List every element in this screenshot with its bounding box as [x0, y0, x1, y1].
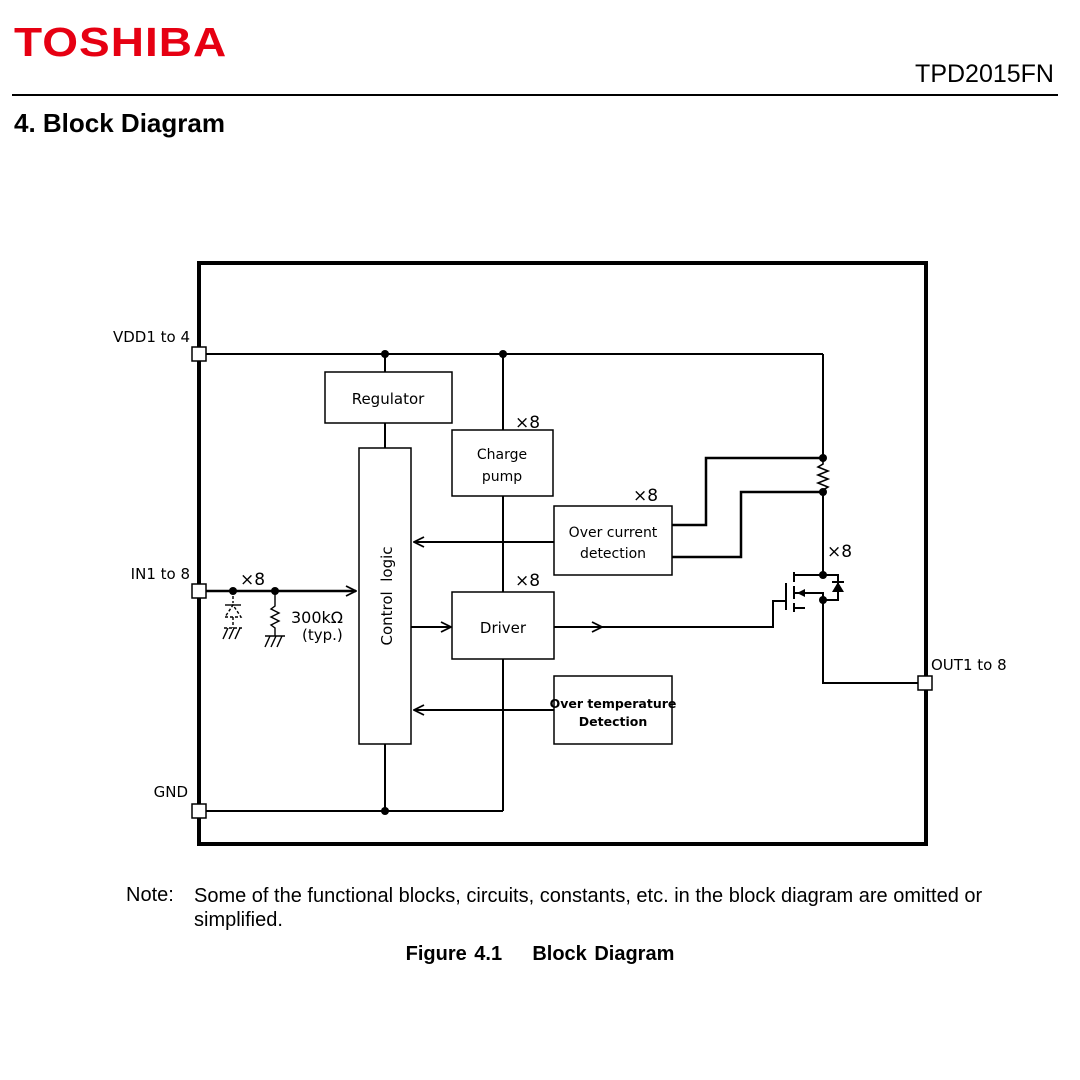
junction-dots — [229, 350, 827, 815]
block-control-logic: Control logic — [358, 447, 412, 745]
block-over-temperature: Over temperature Detection — [550, 675, 677, 745]
control-logic-label: Control logic — [378, 546, 396, 645]
charge-pump-label-2: pump — [482, 469, 522, 485]
pin-gnd: GND — [154, 783, 207, 819]
block-over-current: Over current detection — [553, 505, 673, 576]
document-number: TPD2015FN — [915, 60, 1054, 88]
body-diode — [832, 582, 844, 592]
multiplier-over-current: ×8 — [633, 486, 658, 506]
input-esd-diode — [222, 591, 243, 640]
out-pin-label: OUT1 to 8 — [931, 656, 1007, 674]
section-title: 4. Block Diagram — [14, 108, 225, 138]
toshiba-logo: TOSHIBA — [14, 18, 228, 65]
sense-resistor — [815, 460, 831, 492]
note-label: Note: — [126, 884, 174, 906]
header-rule — [12, 94, 1058, 96]
note-text: Some of the functional blocks, circuits,… — [194, 885, 983, 931]
in-pin-label: IN1 to 8 — [131, 565, 190, 583]
charge-pump-label-1: Charge — [477, 447, 527, 463]
pin-in: IN1 to 8 — [131, 565, 207, 599]
multiplier-driver: ×8 — [515, 571, 540, 591]
pulldown-note: (typ.) — [302, 626, 343, 644]
mosfet-arrow — [797, 589, 805, 597]
driver-label: Driver — [480, 619, 527, 637]
package-outline — [197, 261, 928, 846]
wiring — [206, 353, 918, 812]
sense-wire-bottom — [672, 490, 823, 559]
block-charge-pump: Charge pump — [451, 429, 554, 497]
regulator-label: Regulator — [352, 390, 425, 408]
block-regulator: Regulator — [324, 371, 453, 424]
vdd-pin-label: VDD1 to 4 — [113, 328, 190, 346]
over-current-label-1: Over current — [569, 525, 658, 541]
multiplier-charge-pump: ×8 — [515, 413, 540, 433]
over-current-label-2: detection — [580, 546, 646, 562]
gate-wire — [600, 600, 786, 628]
over-temp-label-1: Over temperature — [550, 696, 677, 711]
figure-caption: Figure 4.1 Block Diagram — [405, 943, 675, 965]
multiplier-mosfet: ×8 — [827, 542, 852, 562]
pulldown-resistor — [264, 591, 285, 648]
pin-vdd: VDD1 to 4 — [113, 328, 207, 362]
pulldown-value: 300kΩ — [291, 608, 343, 627]
sense-wire-top — [672, 456, 823, 527]
gnd-pin-label: GND — [154, 783, 188, 801]
over-temp-label-2: Detection — [579, 714, 647, 729]
multiplier-input: ×8 — [240, 570, 265, 590]
pin-out: OUT1 to 8 — [917, 656, 1007, 691]
block-driver: Driver — [451, 591, 555, 660]
source-to-out — [822, 596, 918, 684]
